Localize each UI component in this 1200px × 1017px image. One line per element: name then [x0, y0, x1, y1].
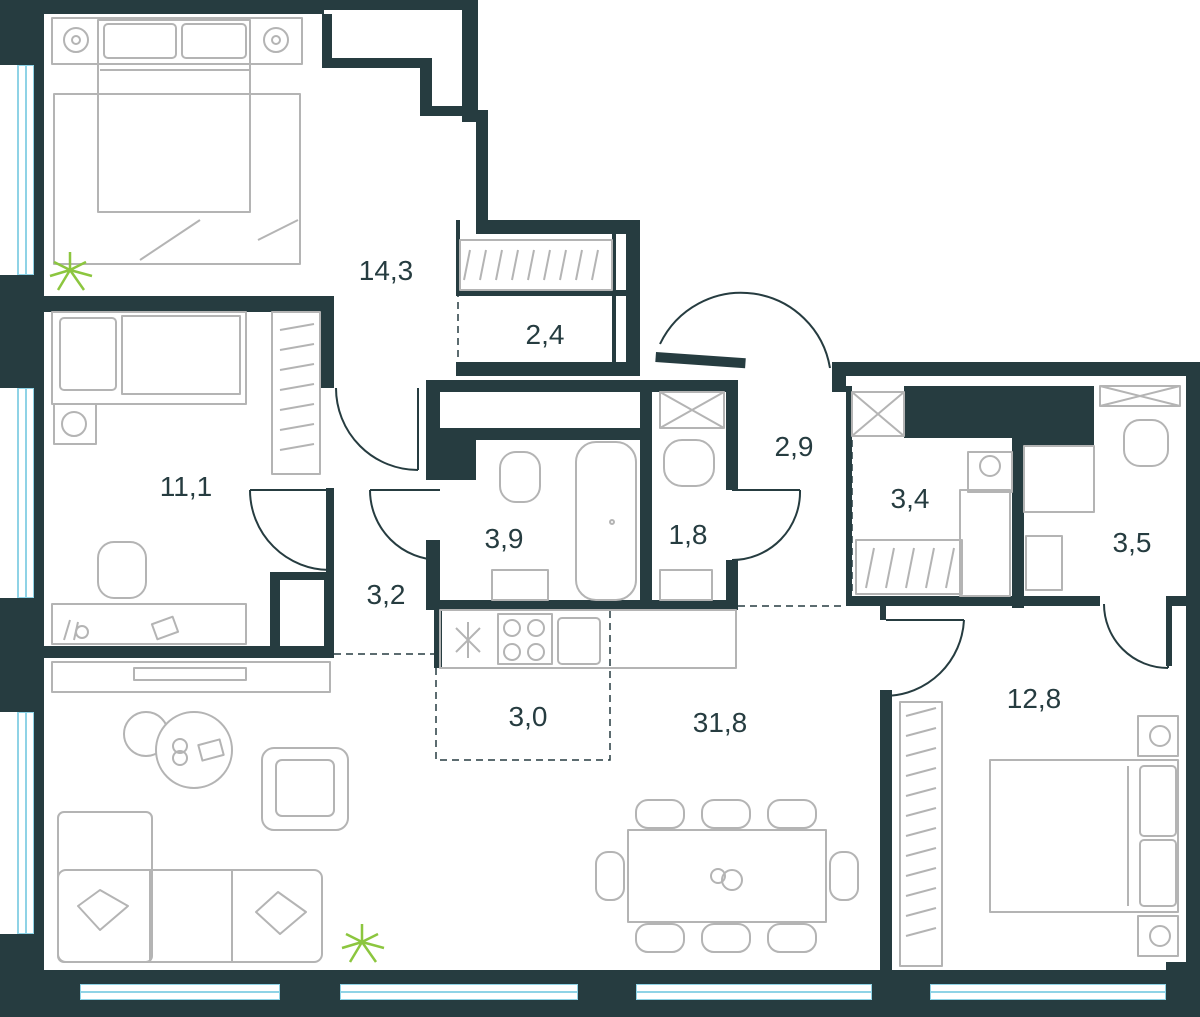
laundry-fixtures — [851, 391, 1013, 597]
living-room-furniture — [51, 661, 349, 963]
storage-shelving — [459, 239, 613, 291]
room-area-labels: 14,3 2,4 11,1 3,2 3,9 1,8 2,9 3,4 3,5 3,… — [160, 255, 1152, 738]
bathroom-fixtures — [491, 391, 725, 601]
area-label-bedroom-1: 14,3 — [359, 255, 414, 286]
area-label-bathroom: 3,9 — [485, 523, 524, 554]
area-label-laundry: 3,4 — [891, 483, 930, 514]
bedroom-1-furniture — [51, 17, 303, 265]
area-label-shower-room: 3,5 — [1113, 527, 1152, 558]
area-label-bedroom-3: 12,8 — [1007, 683, 1062, 714]
plant-icon — [341, 924, 385, 963]
bedroom-2-furniture — [51, 311, 321, 645]
zone-boundaries — [334, 290, 853, 761]
area-label-storage: 2,4 — [526, 319, 565, 350]
area-label-toilet: 1,8 — [669, 519, 708, 550]
kitchen-fixtures — [439, 609, 737, 669]
doors — [249, 291, 1169, 697]
windows — [17, 64, 1167, 1001]
area-label-hall: 2,9 — [775, 431, 814, 462]
dining-set — [595, 799, 859, 953]
area-label-bedroom-2: 11,1 — [160, 471, 212, 502]
area-label-kitchen: 3,0 — [509, 701, 548, 732]
shower-room-fixtures — [1023, 385, 1181, 591]
bedroom-3-furniture — [899, 701, 1179, 967]
plant-icon — [49, 252, 93, 291]
area-label-corridor: 3,2 — [367, 579, 406, 610]
area-label-living-room: 31,8 — [693, 707, 748, 738]
